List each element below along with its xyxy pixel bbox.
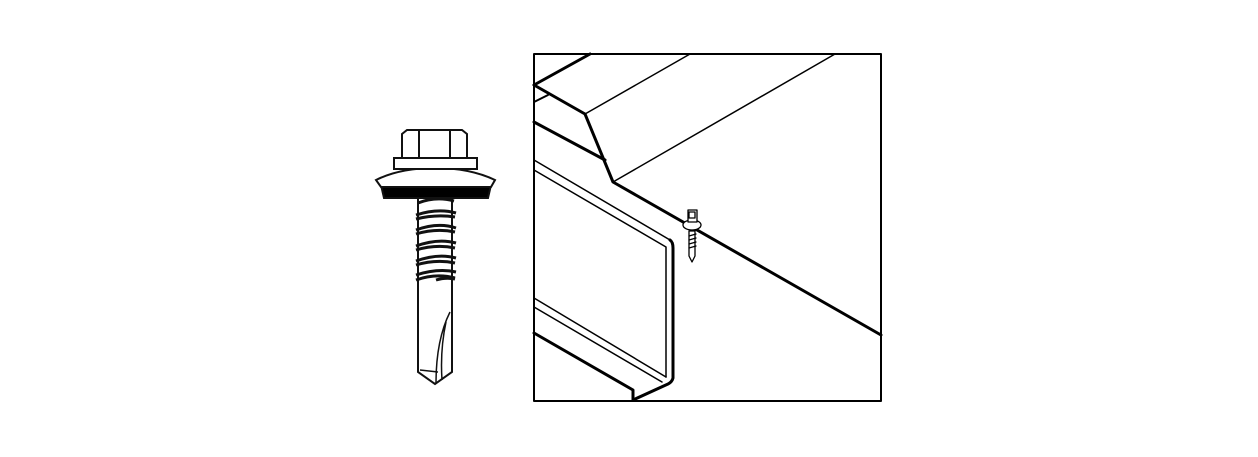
hex-head bbox=[401, 129, 468, 159]
washer-metal bbox=[374, 166, 497, 188]
screw-illustration bbox=[374, 129, 497, 386]
purlin bbox=[532, 159, 675, 402]
screw-flute bbox=[419, 311, 451, 384]
screw-flange bbox=[393, 157, 478, 170]
installed-screw bbox=[682, 209, 702, 263]
detail-frame bbox=[533, 53, 882, 402]
roof-detail-illustration bbox=[532, 52, 883, 402]
roof-sheet bbox=[532, 52, 883, 337]
screw-threads bbox=[415, 197, 457, 282]
